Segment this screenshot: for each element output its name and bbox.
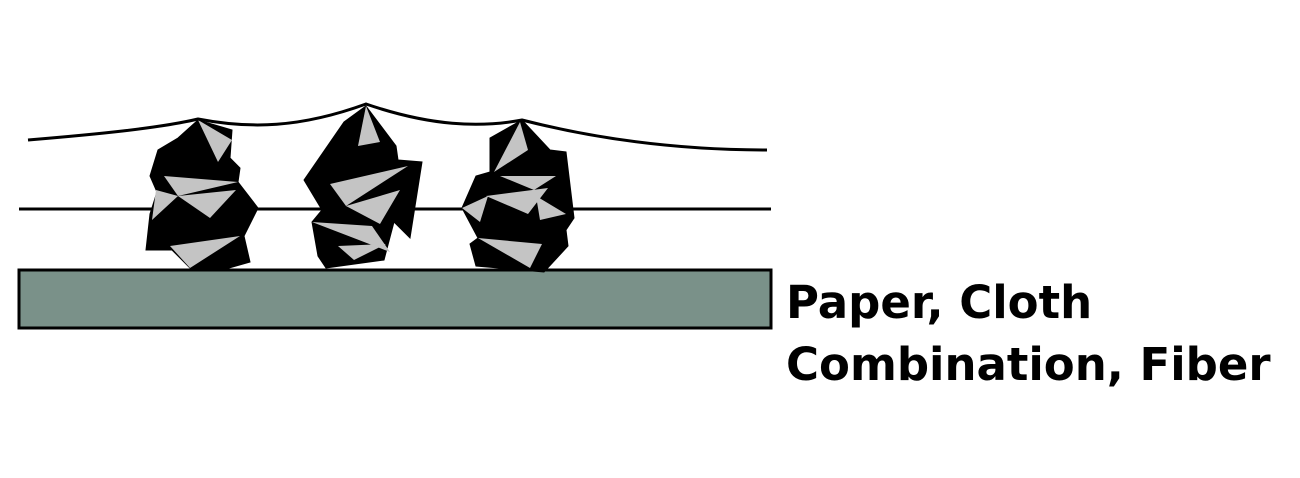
abrasive-grain-2 bbox=[303, 105, 423, 269]
diagram-caption: Paper, Cloth Combination, Fiber bbox=[786, 272, 1271, 396]
caption-line-2: Combination, Fiber bbox=[786, 338, 1271, 391]
caption-line-1: Paper, Cloth bbox=[786, 276, 1093, 329]
size-coat-line bbox=[27, 102, 768, 152]
backing-layer bbox=[17, 268, 773, 330]
abrasive-grain-1 bbox=[145, 119, 259, 271]
abrasive-grain-3 bbox=[461, 119, 575, 273]
